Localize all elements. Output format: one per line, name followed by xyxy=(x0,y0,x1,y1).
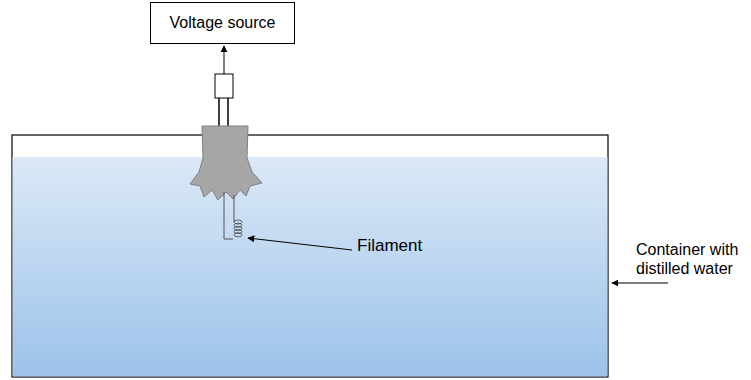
leader-line xyxy=(248,238,352,250)
leader-line xyxy=(612,283,668,284)
distilled-water xyxy=(13,157,608,376)
coil-turn xyxy=(234,233,242,237)
probe-holder xyxy=(190,126,262,200)
lead xyxy=(218,98,220,128)
lead xyxy=(227,98,229,128)
box-label: Voltage source xyxy=(170,13,276,32)
filament-coil xyxy=(234,220,242,237)
container xyxy=(12,135,608,377)
part-label: Filament xyxy=(357,236,477,256)
connector xyxy=(215,74,233,98)
source-box: Voltage source xyxy=(150,2,295,44)
filament-lead xyxy=(234,195,235,222)
filament-lead xyxy=(224,192,233,239)
part-label: Container with distilled water xyxy=(636,240,747,278)
cable xyxy=(224,46,225,75)
